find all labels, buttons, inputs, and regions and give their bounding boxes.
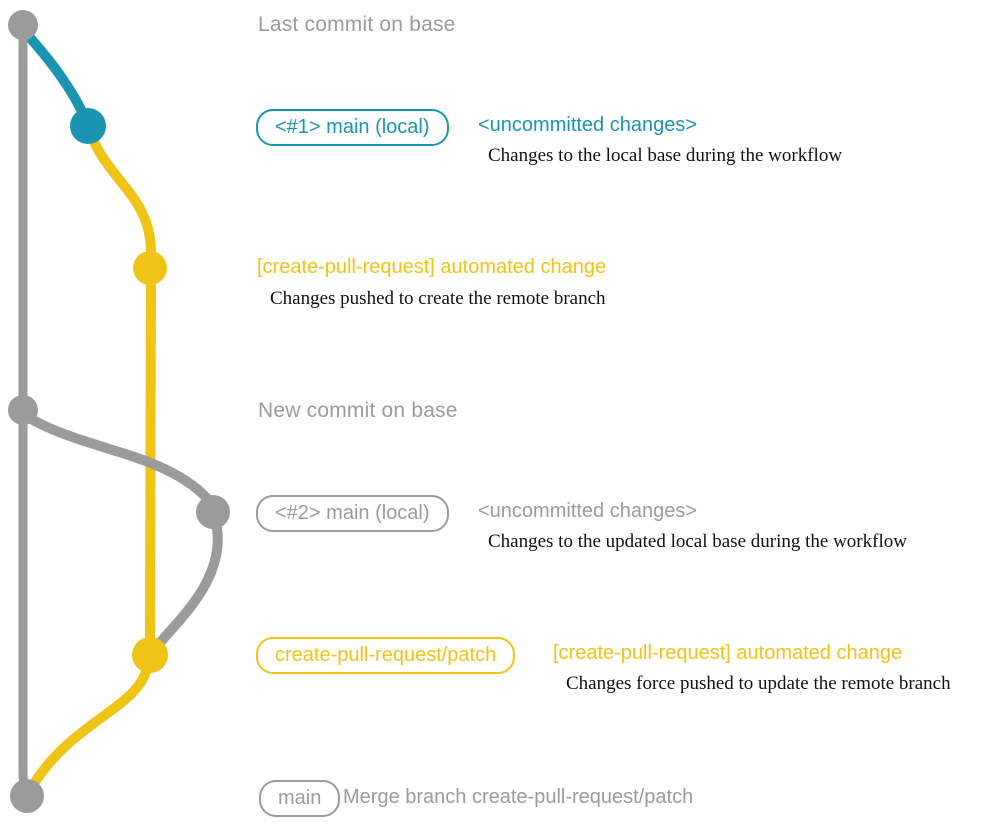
label-last-commit-on-base: Last commit on base [258, 13, 456, 36]
commit-message-uncommitted-changes-1: <uncommitted changes> [478, 114, 698, 136]
commit-message-merge-branch: Merge branch create-pull-request/patch [343, 786, 694, 808]
caption-local-base-changes: Changes to the local base during the wor… [488, 145, 843, 166]
commit-dot-local-main-1 [70, 108, 106, 144]
commit-dot-last-commit-on-base [8, 10, 38, 40]
branch-line-local-main-1 [20, 27, 92, 127]
caption-force-pushed-update: Changes force pushed to update the remot… [566, 673, 951, 694]
commit-graph [8, 10, 230, 813]
branch-line-merge-to-base [25, 657, 153, 795]
branch-badge-main: main [259, 780, 341, 817]
branch-badge-main-local-2: <#2> main (local) [256, 495, 449, 532]
caption-updated-local-base-changes: Changes to the updated local base during… [488, 531, 907, 552]
label-new-commit-on-base: New commit on base [258, 399, 458, 422]
caption-pushed-to-create-branch: Changes pushed to create the remote bran… [270, 288, 606, 309]
branch-line-local-main-2-in [151, 513, 223, 652]
branch-line-create-pull-request-1 [85, 127, 157, 650]
commit-dot-local-main-2 [196, 495, 230, 529]
commit-dot-create-pull-request-2 [132, 637, 168, 673]
branch-badge-main-local-1: <#1> main (local) [256, 109, 449, 146]
commit-message-automated-change-2: [create-pull-request] automated change [553, 642, 903, 664]
commit-dot-new-commit-on-base [8, 395, 38, 425]
commit-dot-merge [10, 779, 44, 813]
branch-badge-create-pull-request-patch: create-pull-request/patch [256, 637, 516, 674]
branch-line-local-main-2-out [21, 411, 217, 509]
commit-message-uncommitted-changes-2: <uncommitted changes> [478, 500, 698, 522]
commit-dot-create-pull-request-1 [133, 251, 167, 285]
commit-message-automated-change-1: [create-pull-request] automated change [257, 256, 607, 278]
